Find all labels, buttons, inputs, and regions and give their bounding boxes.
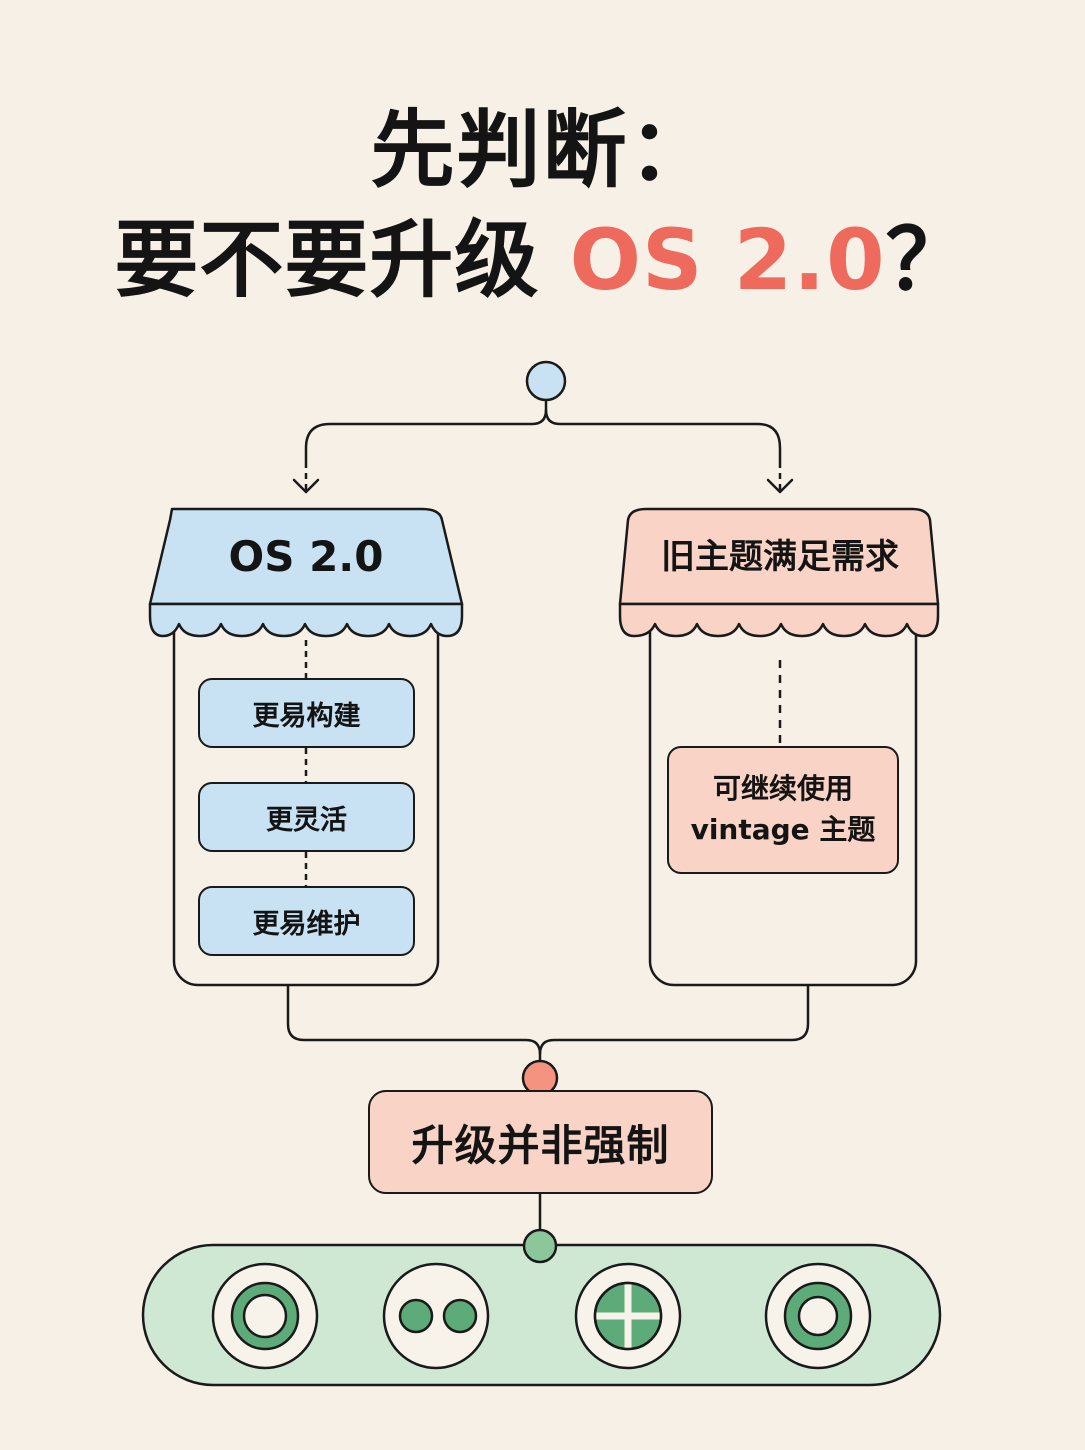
title-line-2: 要不要升级 OS 2.0？ [0, 218, 1085, 302]
page-title: 先判断： 要不要升级 OS 2.0？ [0, 108, 1085, 302]
vintage-note-line-2: vintage 主题 [690, 813, 876, 846]
verdict-box: 升级并非强制 [368, 1090, 713, 1194]
start-node [525, 360, 567, 402]
title-suffix: ？ [885, 211, 971, 309]
right-arrowhead [766, 478, 794, 494]
feature-box-easy-maintain: 更易维护 [198, 886, 415, 956]
left-awning-scallops [148, 602, 464, 638]
vintage-theme-note: 可继续使用 vintage 主题 [667, 746, 899, 874]
feature-box-flexible: 更灵活 [198, 782, 415, 852]
split-connector-right [544, 409, 782, 462]
merge-connector-left [286, 985, 542, 1060]
ring-icon [764, 1262, 872, 1370]
vintage-note-line-1: 可继续使用 [712, 772, 853, 806]
title-accent: OS 2.0 [569, 211, 886, 309]
feature-box-easy-build: 更易构建 [198, 678, 415, 748]
title-prefix: 要不要升级 [114, 211, 570, 309]
right-branch-heading: 旧主题满足需求 [661, 537, 899, 577]
title-line-1: 先判断： [370, 101, 715, 199]
left-branch-heading: OS 2.0 [228, 532, 384, 581]
merge-connector-right [538, 985, 810, 1055]
ring-icon [211, 1262, 319, 1370]
split-connector-left [304, 400, 548, 462]
left-arrowhead [292, 478, 320, 494]
quad-grid-icon [574, 1262, 682, 1370]
two-dots-icon [382, 1262, 490, 1370]
right-awning-scallops [618, 602, 940, 638]
left-awning [148, 507, 464, 606]
end-node [522, 1228, 558, 1264]
